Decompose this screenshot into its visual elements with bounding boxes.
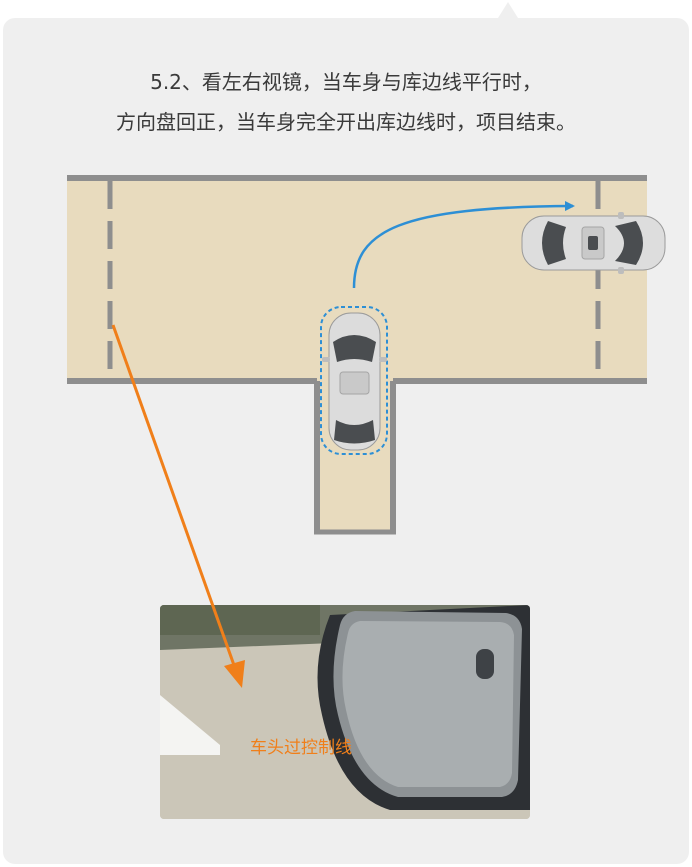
driving-path-arrow [352,201,575,289]
step-caption: 5.2、看左右视镜，当车身与库边线平行时， 方向盘回正，当车身完全开出库边线时，… [0,62,692,142]
caption-line-2: 方向盘回正，当车身完全开出库边线时，项目结束。 [116,110,576,134]
caption-line-1: 5.2、看左右视镜，当车身与库边线平行时， [150,70,542,94]
speech-notch [498,2,518,18]
side-mirror-photo: 车头过控制线 [160,605,530,819]
car-top-view-angled-icon [521,212,666,274]
car-top-view-icon [320,306,388,455]
control-line-label: 车头过控制线 [250,738,352,758]
